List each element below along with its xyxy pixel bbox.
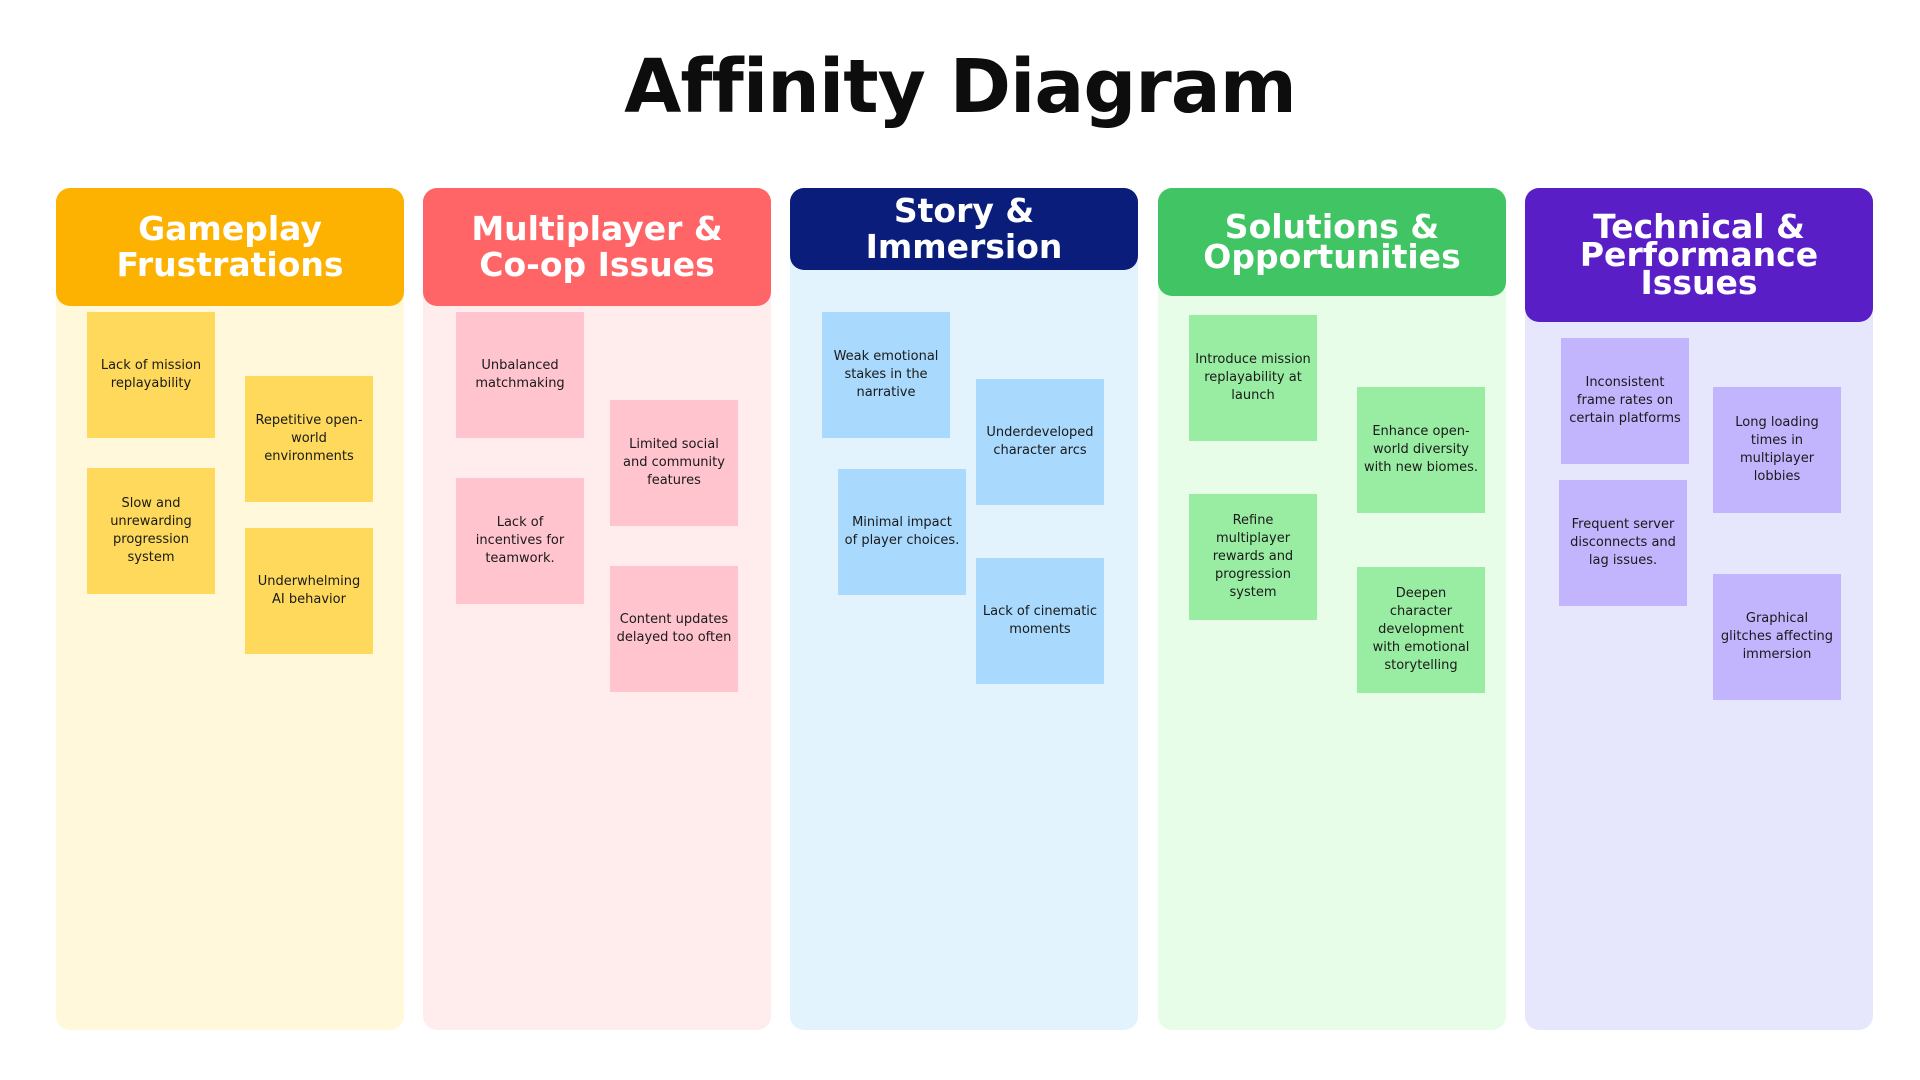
sticky-note[interactable]: Slow and unrewarding progression system: [87, 468, 215, 594]
sticky-note[interactable]: Enhance open-world diversity with new bi…: [1357, 387, 1485, 513]
header-gameplay-frustrations: Gameplay Frustrations: [56, 188, 404, 306]
column-gameplay-frustrations: Gameplay Frustrations Lack of mission re…: [56, 188, 404, 1030]
header-label: Gameplay Frustrations: [116, 209, 344, 284]
sticky-note[interactable]: Repetitive open-world environments: [245, 376, 373, 502]
sticky-note[interactable]: Long loading times in multiplayer lobbie…: [1713, 387, 1841, 513]
header-label: Technical & Performance Issues: [1579, 207, 1819, 302]
header-solutions-opportunities: Solutions & Opportunities: [1158, 188, 1506, 296]
sticky-note[interactable]: Underdeveloped character arcs: [976, 379, 1104, 505]
sticky-note[interactable]: Lack of incentives for teamwork.: [456, 478, 584, 604]
sticky-note[interactable]: Content updates delayed too often: [610, 566, 738, 692]
sticky-note[interactable]: Underwhelming AI behavior: [245, 528, 373, 654]
sticky-note[interactable]: Deepen character development with emotio…: [1357, 567, 1485, 693]
column-solutions-opportunities: Solutions & Opportunities Introduce miss…: [1158, 188, 1506, 1030]
header-label: Story & Immersion: [865, 191, 1063, 266]
column-story-immersion: Story & Immersion Weak emotional stakes …: [790, 188, 1138, 1030]
column-multiplayer-issues: Multiplayer & Co-op Issues Unbalanced ma…: [423, 188, 771, 1030]
header-label: Solutions & Opportunities: [1203, 207, 1461, 276]
sticky-note[interactable]: Graphical glitches affecting immersion: [1713, 574, 1841, 700]
sticky-note[interactable]: Weak emotional stakes in the narrative: [822, 312, 950, 438]
sticky-note[interactable]: Introduce mission replayability at launc…: [1189, 315, 1317, 441]
header-technical-performance: Technical & Performance Issues: [1525, 188, 1873, 322]
header-multiplayer-issues: Multiplayer & Co-op Issues: [423, 188, 771, 306]
sticky-note[interactable]: Unbalanced matchmaking: [456, 312, 584, 438]
sticky-note[interactable]: Frequent server disconnects and lag issu…: [1559, 480, 1687, 606]
sticky-note[interactable]: Lack of mission replayability: [87, 312, 215, 438]
column-technical-performance: Technical & Performance Issues Inconsist…: [1525, 188, 1873, 1030]
sticky-note[interactable]: Lack of cinematic moments: [976, 558, 1104, 684]
sticky-note[interactable]: Limited social and community features: [610, 400, 738, 526]
diagram-title: Affinity Diagram: [624, 44, 1297, 130]
header-label: Multiplayer & Co-op Issues: [471, 209, 723, 284]
sticky-note[interactable]: Minimal impact of player choices.: [838, 469, 966, 595]
sticky-note[interactable]: Inconsistent frame rates on certain plat…: [1561, 338, 1689, 464]
header-story-immersion: Story & Immersion: [790, 188, 1138, 270]
sticky-note[interactable]: Refine multiplayer rewards and progressi…: [1189, 494, 1317, 620]
